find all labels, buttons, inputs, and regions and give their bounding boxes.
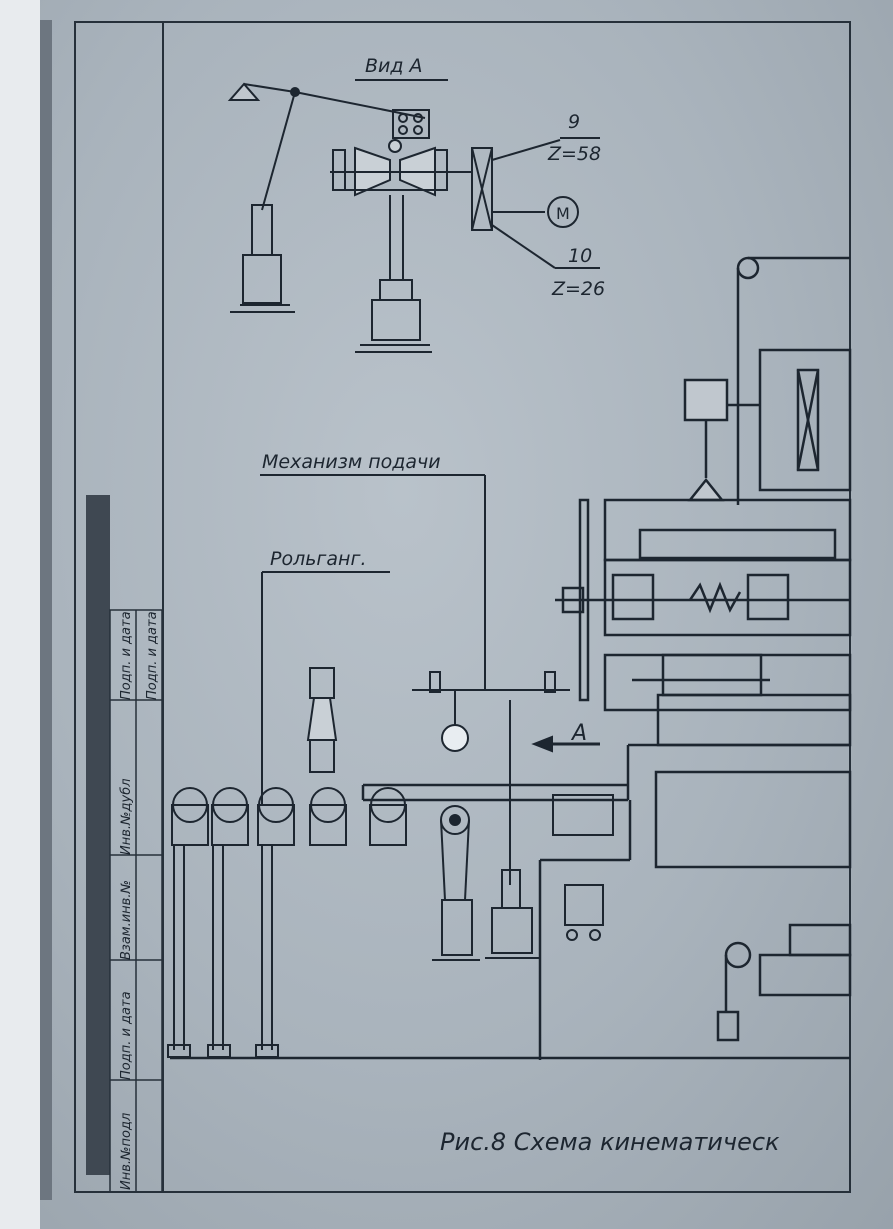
binding-edge [0, 0, 40, 1229]
feed-mechanism-label: Механизм подачи [262, 451, 441, 473]
stamp-sign-date-3: Подп. и дата [145, 611, 160, 700]
figure-caption: Рис.8 Схема кинематическ [440, 1128, 780, 1156]
view-a-group [227, 79, 600, 353]
folded-strip [86, 495, 110, 1175]
labels-text: Механизм подачи Рольганг. А [262, 451, 587, 746]
view-a-label: Вид А [365, 55, 423, 77]
binding-shadow [40, 20, 52, 1200]
stamp-vzam-inv: Взам.инв.№ [119, 880, 134, 960]
roller-table-label: Рольганг. [270, 548, 367, 570]
motor-circle [547, 196, 579, 228]
gear-9-number: 9 [568, 111, 580, 133]
gear-9-teeth: Z=58 [547, 143, 601, 165]
sheet-frame [74, 21, 851, 1193]
gear-10-teeth: Z=26 [551, 278, 605, 300]
feed-mechanism [260, 474, 614, 961]
stamp-inv-dubl: Инв.№дубл [119, 778, 134, 855]
roller-table [167, 571, 407, 1058]
view-a-text: Вид А 9 Z=58 M 10 Z=26 [365, 55, 605, 300]
stamp-sign-date-1: Подп. и дата [119, 611, 134, 700]
motor-label: M [556, 204, 570, 223]
margin-stamp [109, 609, 163, 1193]
stamp-sign-date-2: Подп. и дата [119, 991, 134, 1080]
machine-body [170, 256, 852, 1060]
gear-10-number: 10 [568, 245, 592, 267]
margin-stamp-text: Подп. и дата Инв.№дубл Взам.инв.№ Подп. … [119, 611, 160, 1190]
stamp-inv-podl: Инв.№подл [119, 1113, 134, 1190]
arrow-a-label: А [570, 721, 587, 746]
